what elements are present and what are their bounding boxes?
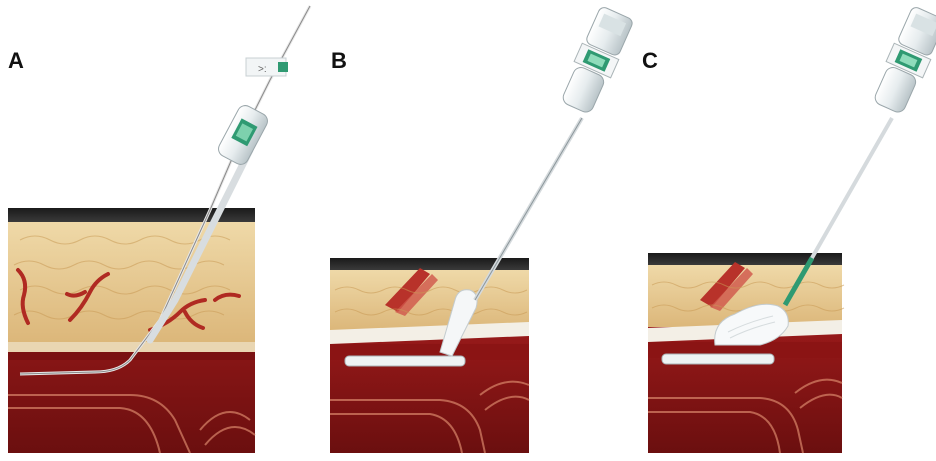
panel-c bbox=[648, 5, 936, 453]
panel-label-b: B bbox=[331, 50, 347, 72]
panel-label-a: A bbox=[8, 50, 24, 72]
vessel-wall bbox=[8, 342, 255, 352]
intraluminal-anchor bbox=[345, 356, 465, 366]
intraluminal-anchor bbox=[662, 354, 774, 364]
svg-text:>:: >: bbox=[258, 64, 267, 75]
device-handle bbox=[869, 5, 936, 116]
device-handle bbox=[557, 5, 636, 116]
panel-a: >: bbox=[8, 6, 310, 453]
syringe-tip: >: bbox=[246, 58, 288, 76]
subcutaneous-tissue bbox=[8, 222, 255, 342]
sheath-hub bbox=[216, 103, 271, 167]
panel-b bbox=[330, 5, 636, 453]
panel-label-c: C bbox=[642, 50, 658, 72]
